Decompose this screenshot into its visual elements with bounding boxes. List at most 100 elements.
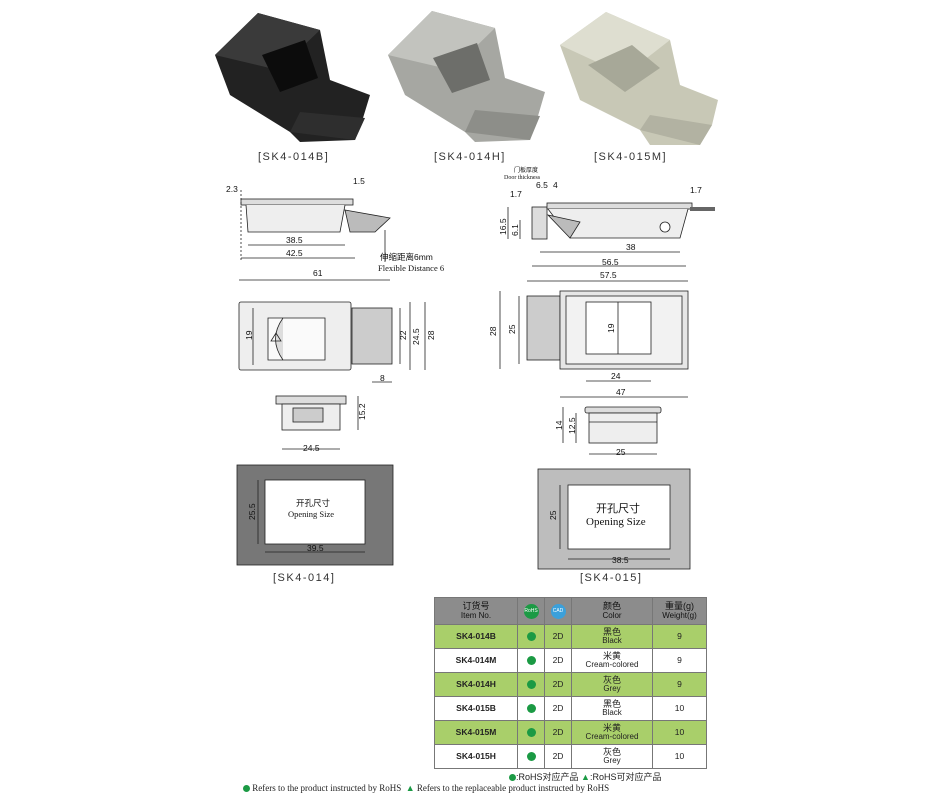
left-bottom-view <box>275 395 359 450</box>
drawing-caption-sk4-014: [SK4-014] <box>273 572 336 584</box>
product-photo-sk4-014h <box>388 11 545 142</box>
right-bottom-view <box>562 406 662 455</box>
header-weight: 重量(g) Weight(g) <box>652 597 707 625</box>
left-opening-diagram <box>236 464 394 566</box>
dim-left-15-2: 15.2 <box>357 403 367 420</box>
spec-table: 订货号 Item No. RoHS CAD 颜色 Color 重量(g) Wei… <box>434 597 707 769</box>
header-item-no: 订货号 Item No. <box>434 597 518 625</box>
weight-cell: 9 <box>652 648 707 673</box>
dim-right-56-5: 56.5 <box>602 257 619 267</box>
cad-icon: CAD <box>544 597 572 625</box>
rohs-dot-icon <box>517 648 545 673</box>
cad-2d-link[interactable]: 2D <box>544 672 572 697</box>
dim-left-28: 28 <box>426 330 436 340</box>
right-side-view <box>507 202 715 267</box>
left-front-view <box>238 279 426 383</box>
item-no: SK4-014B <box>434 624 518 649</box>
dim-right-1-7b: 1.7 <box>690 185 702 195</box>
weight-cell: 9 <box>652 624 707 649</box>
triangle-icon: ▲ <box>581 772 590 782</box>
dim-left-1-5: 1.5 <box>353 176 365 186</box>
flex-distance-cn: 伸缩距离6mm <box>380 252 433 262</box>
dim-right-19: 19 <box>606 323 616 333</box>
dim-left-42-5: 42.5 <box>286 248 303 258</box>
weight-cell: 10 <box>652 720 707 745</box>
legend-en: Refers to the product instructed by RoHS… <box>243 783 609 793</box>
dim-right-opening-25: 25 <box>548 510 558 520</box>
dim-left-opening-39-5: 39.5 <box>307 543 324 553</box>
rohs-dot-icon <box>517 624 545 649</box>
dim-right-1-7a: 1.7 <box>510 189 522 199</box>
rohs-dot-icon <box>509 774 516 782</box>
dim-right-28: 28 <box>488 326 498 336</box>
cad-2d-link[interactable]: 2D <box>544 648 572 673</box>
dim-left-24-5-bottom: 24.5 <box>303 443 320 453</box>
dim-right-opening-38-5: 38.5 <box>612 555 629 565</box>
door-thickness-en: Door thickness <box>504 175 541 181</box>
opening-label-en-left: Opening Size <box>288 509 334 519</box>
dim-right-24: 24 <box>611 371 621 381</box>
cad-2d-link[interactable]: 2D <box>544 696 572 721</box>
dim-right-4: 4 <box>553 180 558 190</box>
flex-distance-en: Flexible Distance 6 <box>378 263 444 273</box>
dim-left-8: 8 <box>380 373 385 383</box>
dim-left-opening-25-5: 25.5 <box>247 503 257 520</box>
rohs-icon: RoHS <box>517 597 545 625</box>
product-photo-sk4-015m <box>560 12 718 145</box>
triangle-icon: ▲ <box>405 783 415 793</box>
spec-table-header: 订货号 Item No. RoHS CAD 颜色 Color 重量(g) Wei… <box>434 597 707 625</box>
product-caption-sk4-014b: [SK4-014B] <box>258 151 330 163</box>
cad-2d-link[interactable]: 2D <box>544 720 572 745</box>
rohs-dot-icon <box>517 672 545 697</box>
rohs-dot-icon <box>517 696 545 721</box>
right-opening-diagram <box>537 468 691 570</box>
dim-right-57-5: 57.5 <box>600 270 617 280</box>
opening-label-en-right: Opening Size <box>586 516 646 528</box>
dim-left-61: 61 <box>313 268 323 278</box>
dim-right-6-1: 6.1 <box>510 224 520 236</box>
cad-2d-link[interactable]: 2D <box>544 624 572 649</box>
dim-left-22: 22 <box>398 330 408 340</box>
item-no: SK4-014H <box>434 672 518 697</box>
rohs-dot-icon <box>517 720 545 745</box>
product-caption-sk4-015m: [SK4-015M] <box>594 151 668 163</box>
door-thickness-cn: 门板厚度 <box>514 166 538 174</box>
dim-left-38-5: 38.5 <box>286 235 303 245</box>
header-color: 颜色 Color <box>571 597 653 625</box>
dim-right-6-5: 6.5 <box>536 180 548 190</box>
cad-2d-link[interactable]: 2D <box>544 744 572 769</box>
item-no: SK4-015M <box>434 720 518 745</box>
dim-left-19: 19 <box>244 330 254 340</box>
product-caption-sk4-014h: [SK4-014H] <box>434 151 506 163</box>
weight-cell: 9 <box>652 672 707 697</box>
dim-right-25-bottom: 25 <box>616 447 626 457</box>
weight-cell: 10 <box>652 744 707 769</box>
dim-left-24-5: 24.5 <box>411 328 421 345</box>
legend-cn: :RoHS对应产品 ▲:RoHS可对应产品 <box>509 770 661 783</box>
dim-right-25: 25 <box>507 324 517 334</box>
item-no: SK4-014M <box>434 648 518 673</box>
drawing-caption-sk4-015: [SK4-015] <box>580 572 643 584</box>
product-photo-sk4-014b <box>215 13 370 142</box>
dim-right-14: 14 <box>554 420 564 430</box>
dim-right-47: 47 <box>616 387 626 397</box>
dim-right-16-5: 16.5 <box>498 218 508 235</box>
opening-label-cn-left: 开孔尺寸 <box>296 498 331 508</box>
opening-label-cn-right: 开孔尺寸 <box>596 501 640 515</box>
right-front-view <box>499 280 689 398</box>
dim-right-12-5: 12.5 <box>567 417 577 434</box>
weight-cell: 10 <box>652 696 707 721</box>
dim-left-2-3: 2.3 <box>226 184 238 194</box>
